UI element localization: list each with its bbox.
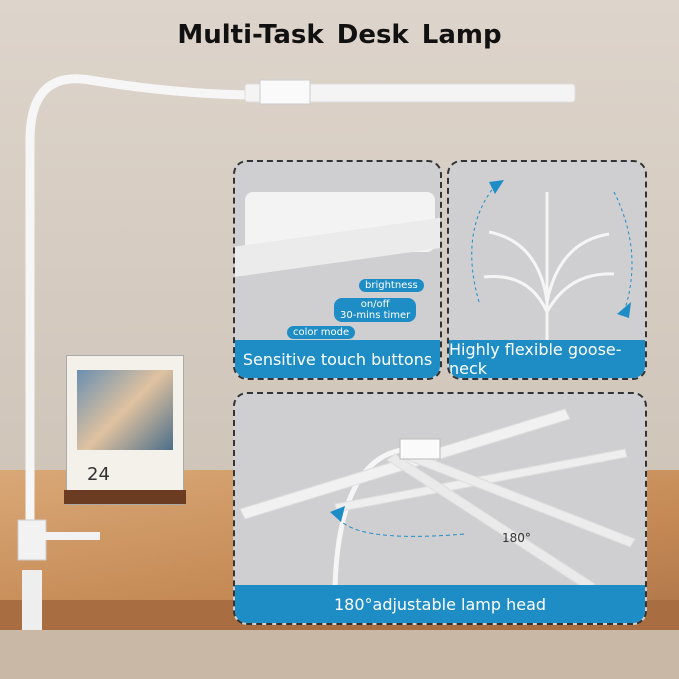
rotating-head-diagram — [239, 408, 636, 623]
lamp-head — [244, 83, 576, 103]
label-color-mode: color mode — [287, 326, 356, 339]
page-title: Multi-Task Desk Lamp — [177, 20, 502, 50]
label-onoff-timer: on/off 30-mins timer — [334, 298, 417, 322]
label-timer: 30-mins timer — [340, 310, 411, 321]
rotation-arrow-left — [471, 186, 495, 303]
calendar-day: 24 — [87, 464, 110, 485]
calendar-stand — [64, 490, 186, 504]
lamp-control-box — [259, 79, 311, 105]
gooseneck-diagram — [471, 180, 633, 342]
caption-gooseneck: Highly flexible goose-neck — [449, 340, 645, 378]
rotation-arrow — [334, 511, 466, 537]
label-onoff: on/off — [360, 299, 390, 310]
calendar-picture — [77, 370, 173, 450]
gooseneck-arm — [25, 74, 261, 540]
label-brightness: brightness — [359, 279, 424, 292]
caption-touch-buttons: Sensitive touch buttons — [235, 340, 440, 378]
panel-touch-buttons: brightness on/off 30-mins timer color mo… — [233, 160, 442, 380]
caption-adjustable-head: 180°adjustable lamp head — [235, 585, 645, 623]
panel-adjustable-head: 180° 180°adjustable lamp head — [233, 392, 647, 625]
clamp-screw — [22, 570, 42, 630]
floor — [0, 630, 679, 679]
desk-calendar: 24 — [66, 355, 184, 505]
panel-gooseneck: Highly flexible goose-neck — [447, 160, 647, 380]
clamp-jaw — [45, 532, 100, 540]
desk-clamp — [17, 519, 47, 561]
angle-label: 180° — [502, 531, 531, 545]
rotation-arrow-right — [613, 191, 633, 313]
